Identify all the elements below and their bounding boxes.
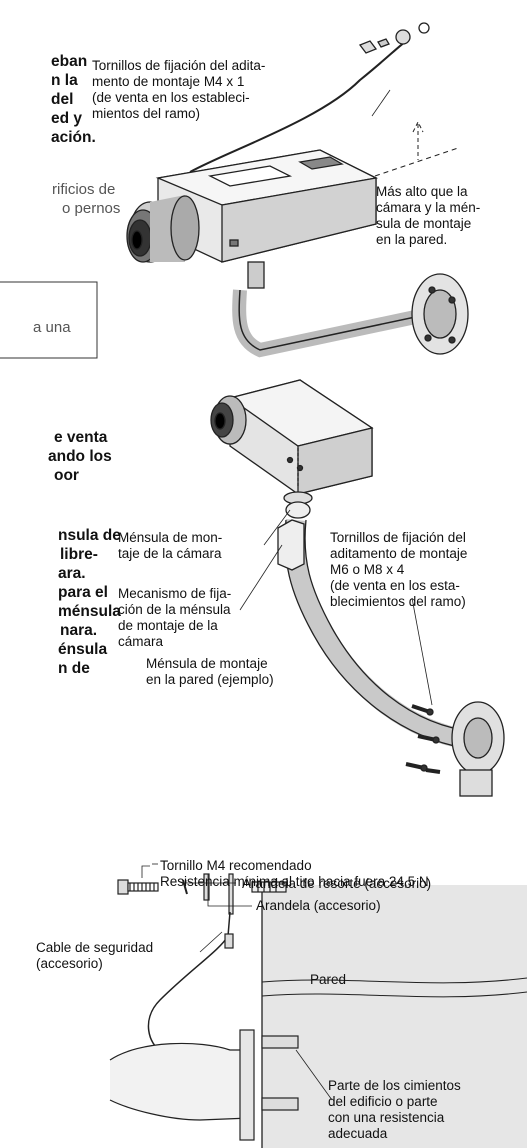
label-line: Ménsula de montaje — [146, 656, 268, 671]
label-line: mientos del ramo) — [92, 106, 201, 121]
label-line: blecimientos del ramo) — [330, 594, 466, 609]
label-line: taje de la cámara — [118, 546, 222, 561]
label-line: (de venta en los estableci- — [92, 90, 250, 105]
label-line: en la pared. — [376, 232, 448, 247]
label-line: en la pared (ejemplo) — [146, 672, 274, 687]
label-line: Parte de los cimientos — [328, 1078, 461, 1093]
label-line: Tornillos de fijación del — [330, 530, 466, 545]
text-line: ed y — [51, 110, 83, 127]
text-line: énsula — [58, 641, 108, 658]
text-line: n de — [58, 660, 90, 677]
wall-section — [261, 885, 527, 1148]
text-line: o pernos — [62, 200, 121, 217]
label-line: cámara — [118, 634, 164, 649]
label-line: (accesorio) — [36, 956, 103, 971]
height-arrow — [412, 120, 424, 160]
text-line: libre- — [60, 546, 98, 563]
label-line: sula de montaje — [376, 216, 472, 231]
label-line: Cable de seguridad — [36, 940, 154, 955]
label-line: del edificio o parte — [328, 1094, 438, 1109]
label-m4-recommended: Tornillo M4 recomendado — [160, 858, 312, 873]
text-line: nara. — [60, 622, 98, 639]
label-line: cámara y la mén- — [376, 200, 481, 215]
label-line: Ménsula de mon- — [118, 530, 223, 545]
label-washer: Arandela (accesorio) — [256, 898, 381, 913]
label-pull-resistance: Resistencia mínima al tiro hacia fuera 2… — [160, 874, 429, 889]
label-line: con una resistencia — [328, 1110, 445, 1125]
label-line: Tornillos de fijación del adita- — [92, 58, 266, 73]
text-line: del — [51, 91, 74, 108]
text-line: e venta — [54, 429, 108, 446]
text-line: ménsula — [58, 603, 121, 620]
text-line: ando los — [48, 448, 112, 465]
text-line: oor — [54, 467, 79, 484]
label-line: mento de montaje M4 x 1 — [92, 74, 245, 89]
text-line: para el — [58, 584, 108, 601]
label-line: aditamento de montaje — [330, 546, 468, 561]
label-line: Mecanismo de fija- — [118, 586, 232, 601]
camera-exploded — [210, 379, 505, 797]
note-box — [0, 281, 98, 359]
label-line: ción de la ménsula — [118, 602, 231, 617]
text-line: ara. — [58, 565, 86, 582]
camera-top — [126, 22, 469, 358]
label-line: Más alto que la — [376, 184, 468, 199]
label-line: M6 o M8 x 4 — [330, 562, 405, 577]
text-line: n la — [51, 72, 78, 89]
text-line: rificios de — [52, 181, 116, 198]
text-line: eban — [51, 53, 88, 70]
height-reference-line — [374, 147, 459, 177]
note-box-text: a una — [33, 319, 71, 336]
label-line: de montaje de la — [118, 618, 218, 633]
text-line: nsula de — [58, 527, 121, 544]
label-spring-washer: Arandela de resorte (accesorio) — [242, 876, 432, 891]
text-line: ación. — [51, 129, 96, 146]
screw-assembly — [109, 873, 299, 1141]
label-wall: Pared — [310, 972, 347, 987]
label-line: adecuada — [328, 1126, 388, 1141]
label-line: (de venta en los esta- — [330, 578, 460, 593]
